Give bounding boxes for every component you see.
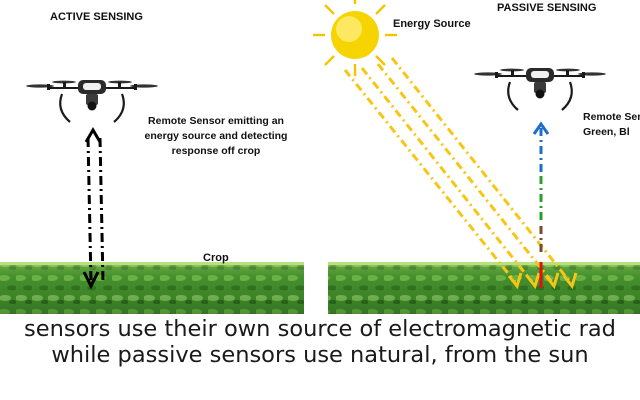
caption: sensors use their own source of electrom… bbox=[0, 316, 640, 368]
sun-icon bbox=[313, 0, 397, 76]
beam-up-arrow-icon bbox=[84, 127, 102, 143]
energy-source-label: Energy Source bbox=[393, 18, 471, 30]
caption-line-1: sensors use their own source of electrom… bbox=[24, 316, 616, 342]
active-sensor-description: Remote Sensor emitting an energy source … bbox=[132, 114, 300, 159]
passive-sensing-title: PASSIVE SENSING bbox=[497, 2, 597, 14]
active-sensor-text-line: Remote Sensor emitting an bbox=[148, 115, 284, 127]
crop-field-left bbox=[0, 262, 304, 314]
passive-sensor-text-line: Remote Sen bbox=[583, 111, 640, 123]
incoming-ray-arrow-icons bbox=[507, 272, 578, 290]
active-sensor-text-line: response off crop bbox=[171, 145, 261, 157]
caption-line-2: while passive sensors use natural, from … bbox=[51, 342, 589, 368]
crop-label: Crop bbox=[203, 252, 229, 264]
passive-sensor-text-line: Green, Bl bbox=[583, 126, 630, 138]
passive-sensor-description: Remote Sen Green, Bl bbox=[583, 110, 640, 140]
drone-icon bbox=[472, 66, 608, 112]
beam-down-arrow-icon bbox=[82, 271, 100, 290]
active-sensor-text-line: energy source and detecting bbox=[144, 130, 288, 142]
active-sensing-title: ACTIVE SENSING bbox=[50, 11, 143, 23]
active-energy-beam bbox=[86, 137, 105, 283]
reflected-beam-arrow-icon bbox=[532, 121, 550, 135]
crop-field-right bbox=[328, 262, 640, 314]
